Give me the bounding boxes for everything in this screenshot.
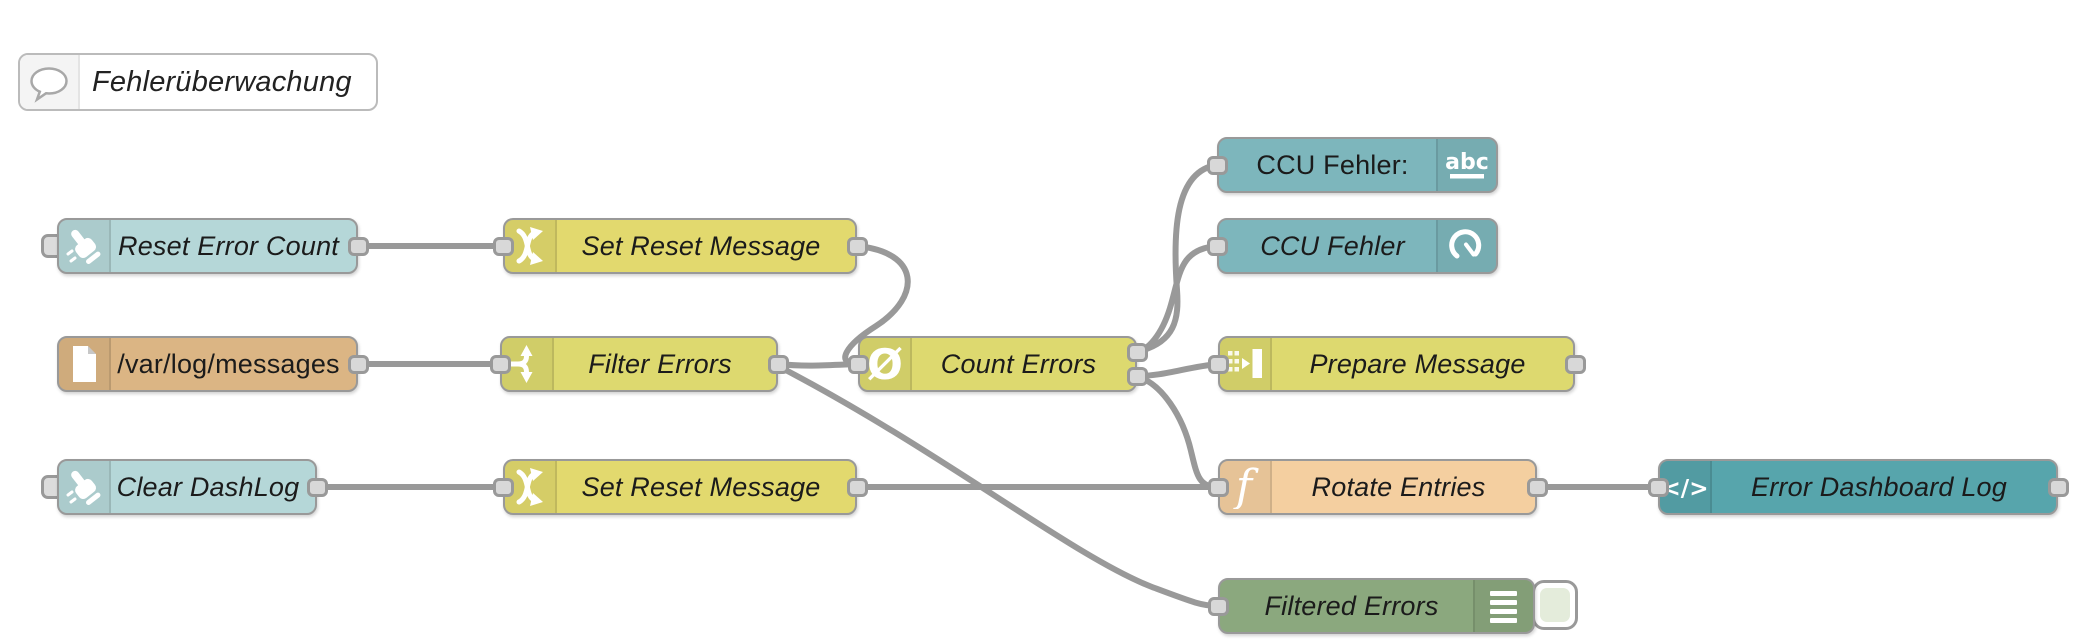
- node-label-ui-gauge-ccu: CCU Fehler: [1260, 230, 1405, 261]
- speech-bubble-icon: [20, 55, 80, 109]
- wire-counter-count-errors-to-ui-text-ccu[interactable]: [1133, 162, 1220, 355]
- debug-lines-icon: [1473, 580, 1533, 632]
- port-output-change-reset-2[interactable]: [846, 477, 868, 497]
- function-f-icon: f: [1220, 461, 1272, 513]
- switch-fork-icon: [502, 338, 554, 390]
- port-output-inject-clear[interactable]: [306, 477, 328, 497]
- node-template-prepare[interactable]: Prepare Message: [1218, 336, 1575, 392]
- port-input-ui-template-dashboard[interactable]: [1647, 477, 1669, 497]
- file-icon: [59, 338, 111, 390]
- comment-label: Fehlerüberwachung: [92, 65, 352, 98]
- port-output-ui-template-dashboard[interactable]: [2047, 477, 2069, 497]
- debug-toggle-inner: [1540, 588, 1570, 622]
- port-input-counter-count-errors[interactable]: [847, 354, 869, 374]
- shuffle-arrows-icon: [505, 461, 557, 513]
- port-input-ui-gauge-ccu[interactable]: [1206, 236, 1228, 256]
- node-label-counter-count-errors: Count Errors: [940, 348, 1097, 379]
- port-output-change-reset-1[interactable]: [846, 236, 868, 256]
- port-output-inject-reset[interactable]: [347, 236, 369, 256]
- hand-press-icon: [59, 461, 111, 513]
- node-label-inject-clear: Clear DashLog: [116, 471, 300, 502]
- svg-text:f: f: [1233, 465, 1259, 509]
- port-input-function-rotate[interactable]: [1207, 477, 1229, 497]
- node-change-reset-2[interactable]: Set Reset Message: [503, 459, 857, 515]
- node-debug-filtered-errors[interactable]: Filtered Errors: [1218, 578, 1535, 634]
- port-input-change-reset-2[interactable]: [492, 477, 514, 497]
- port-input-ui-text-ccu[interactable]: [1206, 155, 1228, 175]
- node-ui-gauge-ccu[interactable]: CCU Fehler: [1217, 218, 1498, 274]
- shuffle-arrows-icon: [505, 220, 557, 272]
- wire-counter-count-errors-to-ui-gauge-ccu[interactable]: [1133, 243, 1220, 355]
- port-output-file-var-log[interactable]: [347, 354, 369, 374]
- slashed-zero-icon: Ø: [860, 338, 912, 390]
- node-label-debug-filtered-errors: Filtered Errors: [1264, 590, 1439, 621]
- port-output-switch-filter-errors[interactable]: [767, 354, 789, 374]
- port-input-change-reset-1[interactable]: [492, 236, 514, 256]
- node-label-switch-filter-errors: Filter Errors: [588, 348, 732, 379]
- port-input-debug-filtered-errors[interactable]: [1207, 596, 1229, 616]
- abc-text-icon: abc: [1436, 139, 1496, 191]
- node-label-file-var-log: /var/log/messages: [117, 348, 340, 379]
- port-output-template-prepare[interactable]: [1564, 354, 1586, 374]
- port-output-counter-count-errors-2[interactable]: [1126, 366, 1148, 386]
- wire-switch-filter-errors-to-debug-filtered-errors[interactable]: [775, 363, 1221, 609]
- node-switch-filter-errors[interactable]: Filter Errors: [500, 336, 778, 392]
- debug-toggle-debug-filtered-errors[interactable]: [1532, 580, 1578, 630]
- wire-counter-count-errors-to-template-prepare[interactable]: [1133, 361, 1221, 379]
- node-label-change-reset-2: Set Reset Message: [581, 471, 821, 502]
- node-label-change-reset-1: Set Reset Message: [581, 230, 821, 261]
- port-output-counter-count-errors-1[interactable]: [1126, 342, 1148, 362]
- port-input-switch-filter-errors[interactable]: [489, 354, 511, 374]
- port-input-template-prepare[interactable]: [1207, 354, 1229, 374]
- node-label-ui-text-ccu: CCU Fehler:: [1256, 149, 1409, 180]
- svg-text:Ø: Ø: [867, 342, 903, 386]
- port-output-function-rotate[interactable]: [1526, 477, 1548, 497]
- node-label-inject-reset: Reset Error Count: [118, 230, 339, 261]
- node-label-template-prepare: Prepare Message: [1309, 348, 1526, 379]
- node-label-ui-template-dashboard: Error Dashboard Log: [1751, 471, 2007, 502]
- wire-change-reset-1-to-counter-count-errors[interactable]: [842, 243, 911, 367]
- gauge-icon: [1436, 220, 1496, 272]
- node-change-reset-1[interactable]: Set Reset Message: [503, 218, 857, 274]
- code-brackets-icon: </>: [1660, 461, 1712, 513]
- node-counter-count-errors[interactable]: Ø Count Errors: [858, 336, 1137, 392]
- wire-counter-count-errors-to-function-rotate[interactable]: [1133, 373, 1221, 490]
- node-inject-clear[interactable]: Clear DashLog: [57, 459, 317, 515]
- node-file-var-log[interactable]: /var/log/messages: [57, 336, 358, 392]
- node-ui-template-dashboard[interactable]: </> Error Dashboard Log: [1658, 459, 2058, 515]
- node-label-function-rotate: Rotate Entries: [1311, 471, 1486, 502]
- node-inject-reset[interactable]: Reset Error Count: [57, 218, 358, 274]
- template-icon: [1220, 338, 1272, 390]
- hand-press-icon: [59, 220, 111, 272]
- node-ui-text-ccu[interactable]: abc CCU Fehler:: [1217, 137, 1498, 193]
- wire-switch-filter-errors-to-counter-count-errors[interactable]: [775, 361, 861, 369]
- node-function-rotate[interactable]: f Rotate Entries: [1218, 459, 1537, 515]
- svg-text:</>: </>: [1663, 476, 1707, 502]
- svg-text:abc: abc: [1445, 150, 1489, 175]
- comment-node[interactable]: Fehlerüberwachung: [18, 53, 378, 111]
